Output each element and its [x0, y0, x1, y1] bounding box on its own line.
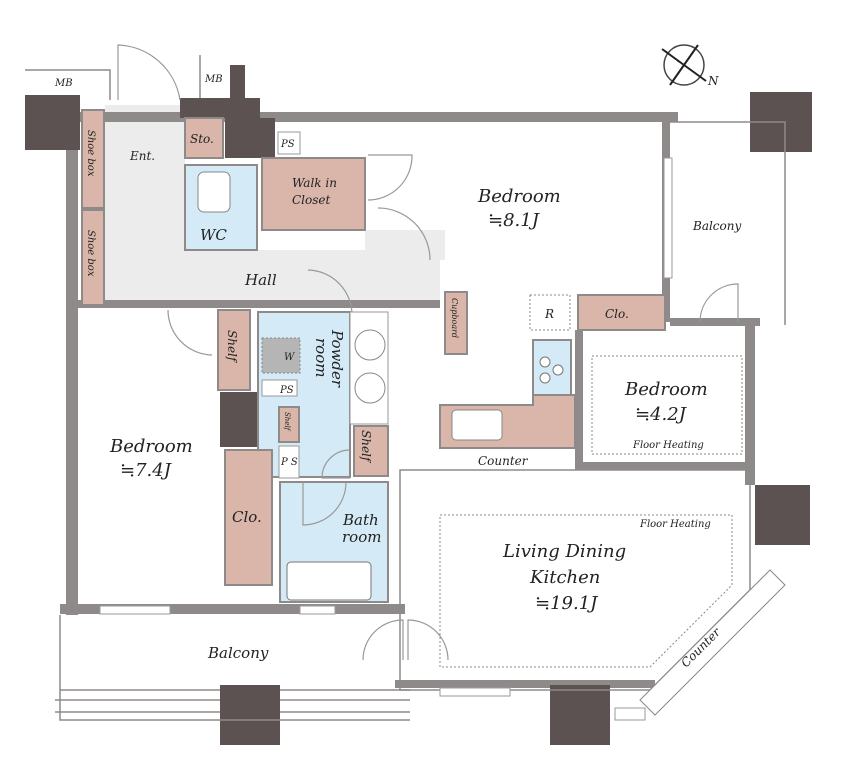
compass-label: N [707, 74, 719, 88]
ldk-label-2: Kitchen [529, 567, 600, 588]
meter-box-left: MB [25, 69, 111, 100]
shelf-small-label: Shelf [283, 412, 291, 432]
walk-in-closet-label-2: Closet [292, 193, 331, 207]
entrance-label: Ent. [129, 149, 155, 163]
window [614, 707, 646, 721]
refrigerator-label: R [544, 307, 554, 321]
wall [395, 680, 655, 688]
ldk-size: ≒19.1J [535, 593, 599, 614]
bedroom-left-door [167, 309, 213, 356]
bath-room-label-2: room [342, 528, 381, 546]
shoe-box-2-label: Shoe box [85, 230, 96, 277]
walk-in-closet [261, 157, 366, 231]
pipe-space-low-label: P S [280, 457, 298, 468]
balcony-door [699, 283, 739, 323]
shoe-box-1-label: Shoe box [85, 130, 96, 177]
wall-top [78, 112, 678, 122]
storage [184, 117, 224, 159]
shelf-left-label: Shelf [225, 330, 239, 364]
hall-floor-extension [365, 230, 445, 260]
closet-left [224, 449, 273, 586]
closet-right [577, 294, 666, 331]
closet-left-label: Clo. [232, 508, 262, 526]
ldk-floor-heating-area [439, 514, 733, 668]
cupboard-label: Cupboard [450, 298, 459, 338]
bedroom-small-size: ≒4.2J [635, 404, 688, 425]
shoe-box-2 [81, 209, 105, 306]
bathtub-icon [286, 561, 372, 601]
bath-door [302, 481, 347, 526]
pipe-space-low [278, 445, 300, 479]
shoe-box-1 [81, 109, 105, 209]
window [99, 605, 171, 615]
pipe-space-mid-label: PS [279, 385, 294, 396]
meter-box-left-label: MB [54, 78, 73, 89]
vanity [349, 311, 389, 425]
shelf-small [278, 406, 300, 443]
shelf-left [217, 309, 251, 391]
wall-left [66, 100, 78, 615]
bedroom-small-note: Floor Heating [632, 440, 704, 451]
balcony-right [670, 121, 786, 325]
hall-label: Hall [244, 271, 277, 289]
bedroom-left-name: Bedroom [109, 436, 193, 457]
burner-icon [552, 364, 564, 376]
sink-icon [451, 409, 503, 441]
balcony-right-label: Balcony [692, 219, 741, 233]
wall [575, 330, 583, 470]
bath-room-label-1: Bath [342, 511, 379, 529]
closet-right-label: Clo. [605, 307, 629, 321]
ldk-label-1: Living Dining [502, 541, 626, 562]
compass-icon: N [661, 44, 719, 88]
window [299, 605, 336, 615]
wall [745, 325, 755, 485]
shelf-door [321, 449, 351, 479]
burner-icon [539, 372, 551, 384]
pipe-space-top [277, 131, 301, 155]
bedroom-left-size: ≒7.4J [120, 460, 173, 481]
washer-label: W [284, 352, 295, 363]
ldk-note: Floor Heating [639, 519, 711, 530]
window [439, 687, 511, 697]
bedroom-main-name: Bedroom [477, 186, 561, 207]
wall [78, 300, 440, 308]
pipe-space-top-label: PS [280, 139, 295, 150]
wall [575, 462, 750, 470]
shelf-right [353, 425, 389, 477]
bedroom-door [377, 207, 431, 261]
basin-icon [354, 372, 386, 404]
cupboard [444, 291, 468, 355]
washer-space [261, 337, 301, 374]
closet-door [367, 154, 413, 201]
refrigerator-space [529, 294, 571, 331]
storage-label: Sto. [190, 132, 214, 146]
bedroom-small-name: Bedroom [624, 379, 708, 400]
balcony-bottom-label: Balcony [207, 644, 269, 662]
shelf-right-label: Shelf [359, 430, 373, 464]
counter-diagonal: Counter [639, 569, 786, 716]
kitchen-counter-label: Counter [478, 454, 529, 468]
meter-box-right: MB [199, 55, 223, 100]
basin-icon [354, 329, 386, 361]
balcony-bottom [59, 615, 410, 721]
wc-label: WC [200, 226, 227, 244]
walk-in-closet-label-1: Walk in [292, 176, 337, 190]
balcony-railing [55, 699, 410, 713]
balcony-double-door [362, 619, 449, 661]
wall [670, 318, 760, 326]
powder-room-door [307, 269, 353, 316]
pipe-space-mid [261, 379, 298, 397]
toilet-icon [197, 171, 231, 213]
burner-icon [539, 356, 551, 368]
entrance-door[interactable] [117, 44, 181, 101]
meter-box-right-label: MB [204, 74, 223, 85]
powder-room-label-1: Powder [328, 329, 346, 388]
window [663, 157, 673, 279]
powder-room-label-2: room [312, 338, 330, 377]
wall [60, 604, 405, 614]
stove [532, 339, 572, 396]
bedroom-main-size: ≒8.1J [488, 210, 541, 231]
